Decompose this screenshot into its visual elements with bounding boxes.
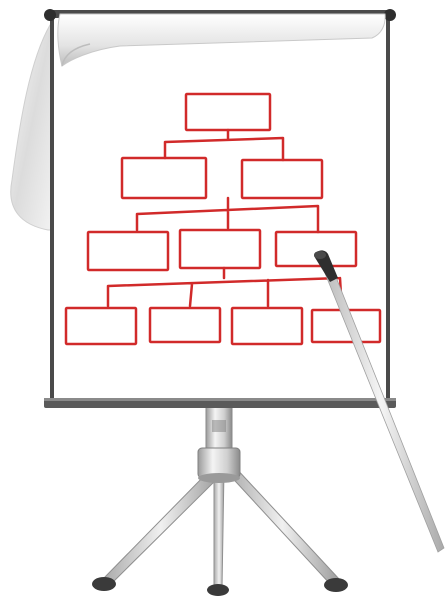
tripod-foot-right xyxy=(324,578,348,592)
tripod-leg-right xyxy=(225,466,340,585)
tripod-foot-left xyxy=(92,577,116,591)
tripod-leg-left xyxy=(102,470,220,583)
tripod-stand-icon xyxy=(92,405,348,596)
tripod-leg-center xyxy=(214,470,224,588)
tripod-foot-center xyxy=(207,584,229,596)
page-curl xyxy=(11,25,52,230)
flipchart-board xyxy=(44,9,396,408)
